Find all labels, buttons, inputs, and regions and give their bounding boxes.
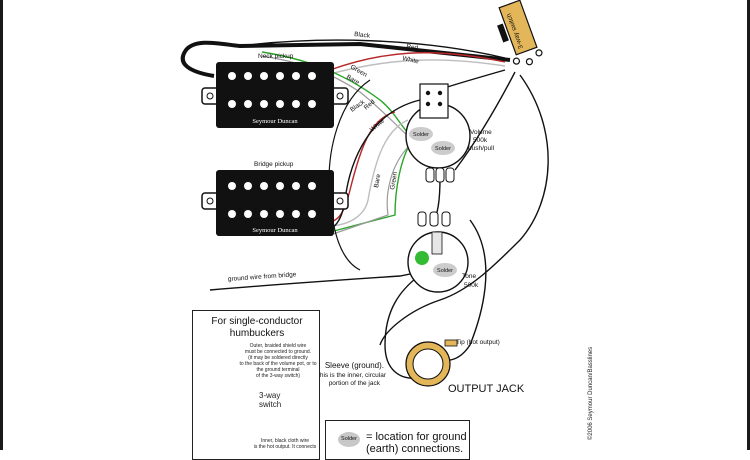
inset-note-5: the ground terminal [256, 367, 300, 373]
wire-bare-neck [261, 55, 411, 139]
wire-bare-bridge [329, 144, 411, 236]
inset-note-4: to the back of the volume pot, or to [239, 361, 317, 367]
wire-red-bridge [329, 111, 396, 223]
neck-cable [180, 40, 511, 78]
tone-value: 500k [464, 282, 479, 289]
wire-label-white-top: White [402, 55, 420, 65]
legend-solder-blob: Solder [338, 432, 360, 447]
ground-wire-label: ground wire from bridge [228, 271, 297, 283]
volume-label: Volume [470, 129, 492, 136]
output-jack [405, 339, 458, 387]
inset-note-8: is the hot output. It connects [253, 444, 317, 450]
neck-pickup-label: Neck pickup [258, 53, 294, 60]
wire-black-neck [239, 39, 506, 59]
left-border [0, 0, 3, 450]
inset-switch-label-1: 3-way [259, 391, 281, 400]
wire-white-bridge [329, 119, 409, 227]
neck-pickup [201, 62, 349, 128]
tone-capacitor [415, 251, 429, 265]
neck-brand-label: Seymour Duncan [252, 118, 298, 125]
wiring-diagram: Neck pickup Seymour Duncan Bridge pickup… [180, 0, 549, 441]
sleeve-label-1: Sleeve (ground). [325, 361, 384, 370]
wire-label-red-top: Red [406, 43, 419, 52]
bridge-brand-label: Seymour Duncan [252, 227, 298, 234]
tone-pot [407, 211, 469, 293]
wire-sleeve [384, 274, 421, 379]
single-conductor-inset: For single-conductor humbuckers Outer, b… [192, 310, 320, 460]
wire-label-red-mid: Red [363, 98, 377, 111]
volume-type: push/pull [468, 145, 495, 152]
output-jack-label: OUTPUT JACK [448, 383, 525, 395]
volume-pot [405, 83, 471, 183]
wire-label-black: Black [354, 31, 371, 40]
right-border [747, 0, 750, 450]
inset-note-2: must be connected to ground. [244, 349, 312, 355]
sleeve-label-3: portion of the jack [329, 380, 381, 387]
bridge-pickup-label: Bridge pickup [254, 161, 294, 168]
solder-legend: Solder = location for ground (earth) con… [325, 420, 470, 460]
legend-text-1: = location for ground [366, 431, 467, 443]
inset-note-3: (it may be soldered directly [248, 355, 308, 361]
solder-label-volume-2: Solder [435, 146, 451, 152]
solder-blob-tone [433, 263, 457, 277]
wire-black-bridge [321, 99, 421, 233]
inset-note-1: Outer, braided shield wire [249, 343, 307, 349]
legend-text-2: (earth) connections. [366, 443, 464, 455]
solder-label-volume-1: Solder [413, 132, 429, 138]
inset-title-2: humbuckers [229, 328, 285, 339]
inset-note-6: of the 3-way switch) [255, 373, 301, 379]
solder-blob-volume-2 [431, 141, 455, 155]
sleeve-label-2: This is the inner, circular [316, 372, 387, 379]
tip-label: Tip (hot output) [456, 339, 500, 346]
copyright-credit: ©2006 Seymour Duncan/Basslines [588, 346, 594, 440]
ground-wire-bridge [209, 271, 421, 291]
wire-switch-down [454, 71, 516, 171]
solder-blob-volume-1 [409, 127, 433, 141]
volume-value: 500k [473, 137, 488, 144]
three-way-switch [497, 0, 543, 66]
wire-white-neck [329, 59, 506, 75]
tone-label: Tone [462, 273, 476, 280]
wire-label-white-mid: White [369, 117, 387, 133]
wire-label-bare-mid: Bare [373, 173, 382, 188]
inset-switch-label-2: switch [259, 400, 282, 409]
solder-label-tone: Solder [437, 268, 453, 274]
bridge-pickup [201, 170, 349, 236]
wire-red-neck [329, 52, 506, 71]
inset-title-1: For single-conductor [211, 316, 303, 327]
inset-note-7: Inner, black cloth wire [260, 438, 310, 444]
wire-ground-loop [379, 74, 549, 346]
wire-label-green-mid: Green [389, 171, 399, 190]
